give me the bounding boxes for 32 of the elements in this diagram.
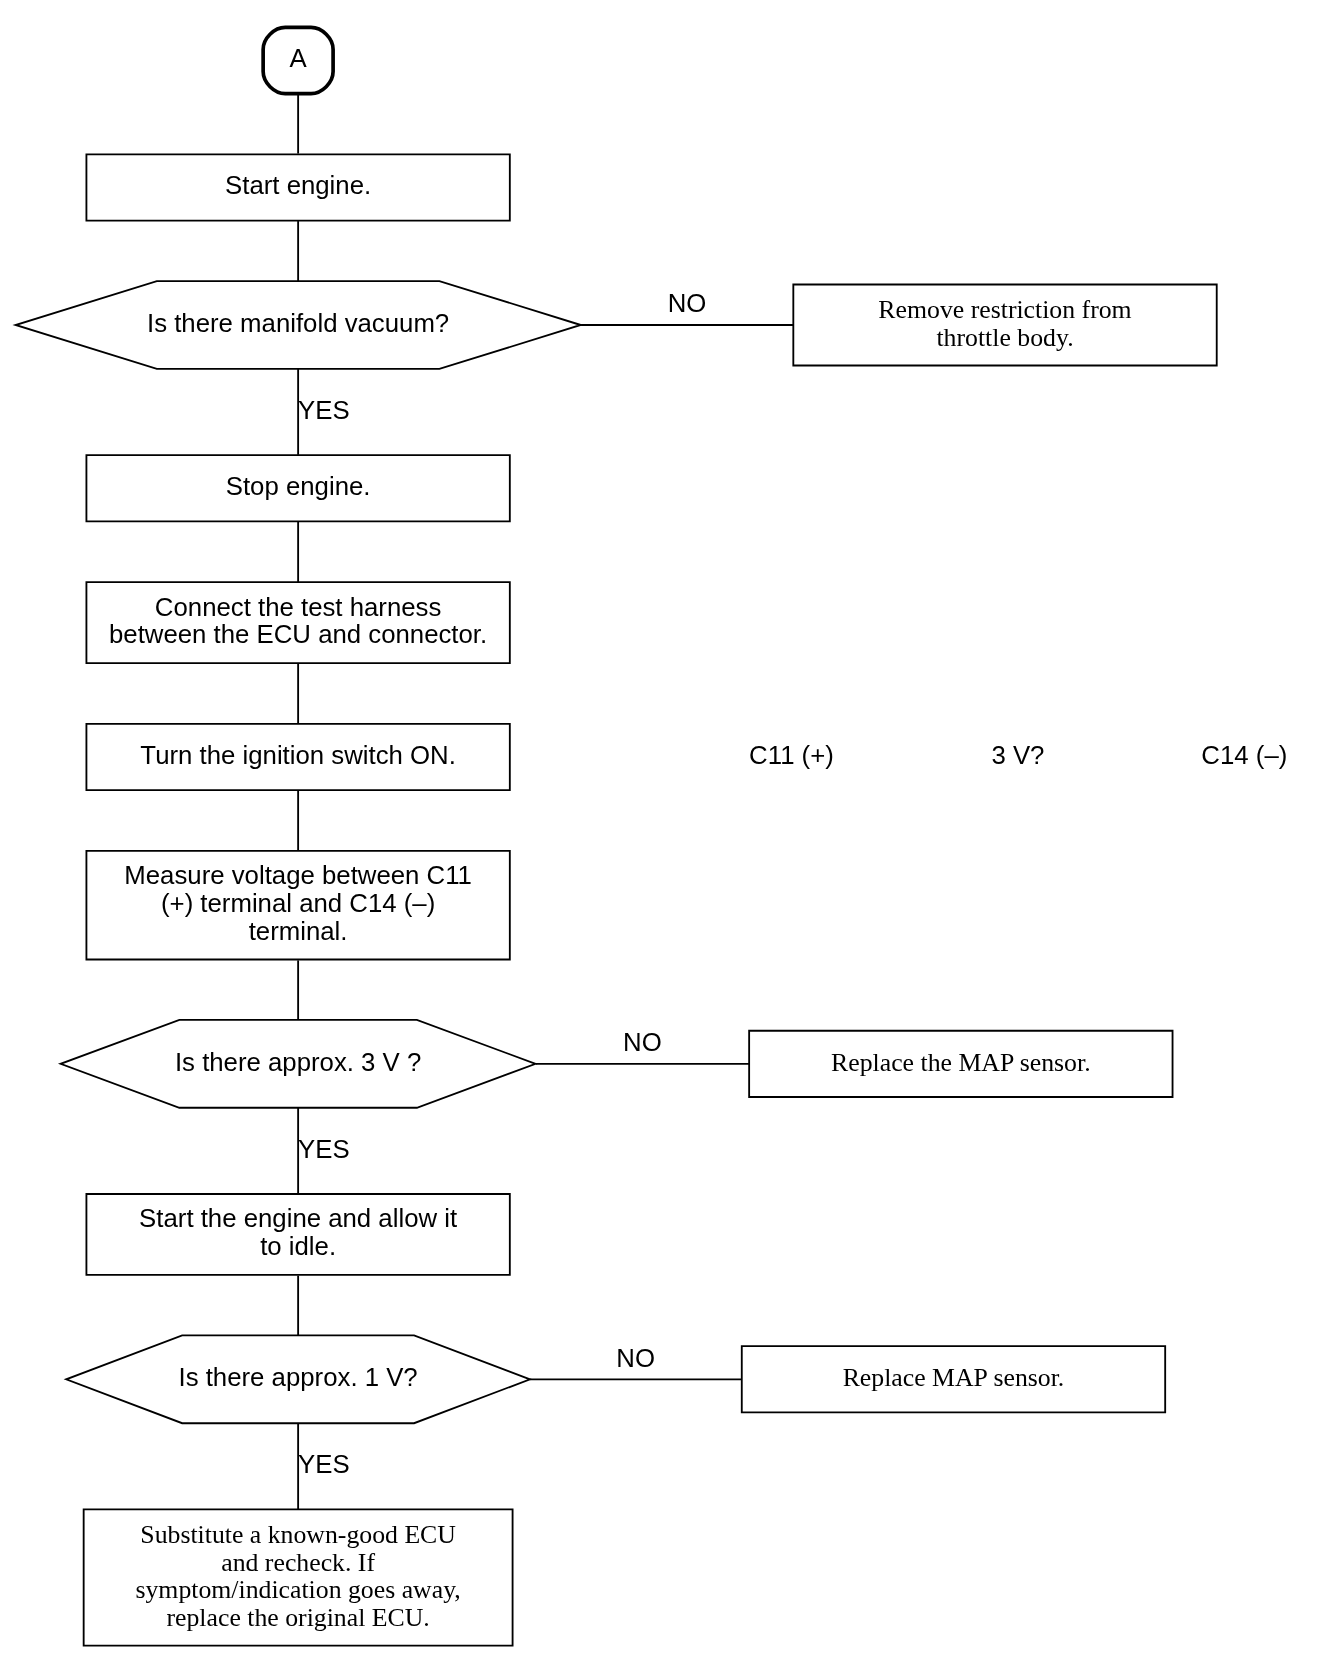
connector (297, 219, 300, 282)
edge-label: NO (623, 1027, 662, 1056)
connector (297, 1421, 300, 1510)
connector (297, 788, 300, 851)
node-box: Substitute a known-good ECU and recheck. If symptom/indication goes away, replace the original ECU. (82, 1508, 514, 1647)
node-box: Replace MAP sensor. (740, 1344, 1167, 1413)
edge-label: YES (298, 1449, 350, 1478)
connector (297, 662, 300, 725)
node-box: Turn the ignition switch ON. (85, 722, 511, 791)
node-box: Stop engine. (85, 453, 511, 522)
connector (580, 323, 794, 326)
label: C11 (+) (749, 740, 834, 769)
label: 3 V? (991, 740, 1045, 769)
connector (297, 1274, 300, 1336)
connector (528, 1377, 743, 1380)
node-box: Measure voltage between C11 (+) terminal and C14 (–) terminal. (85, 849, 511, 960)
edge-label: NO (667, 288, 707, 317)
node-box: Start engine. (85, 152, 511, 222)
label: C14 (–) (1201, 740, 1288, 769)
edge-label: YES (298, 395, 350, 424)
connector (297, 520, 300, 583)
node-box: Start the engine and allow it to idle. (85, 1192, 511, 1276)
node-box: Remove restriction from throttle body. (792, 283, 1218, 366)
node-box: Replace the MAP sensor. (748, 1029, 1174, 1098)
edge-label: NO (616, 1343, 656, 1372)
connector (297, 92, 300, 154)
connector (297, 1106, 300, 1195)
node-box: Connect the test harness between the ECU and connector. (85, 580, 511, 664)
connector (297, 958, 300, 1021)
connector (535, 1062, 750, 1065)
edge-label: YES (298, 1134, 350, 1163)
connector (297, 367, 300, 456)
